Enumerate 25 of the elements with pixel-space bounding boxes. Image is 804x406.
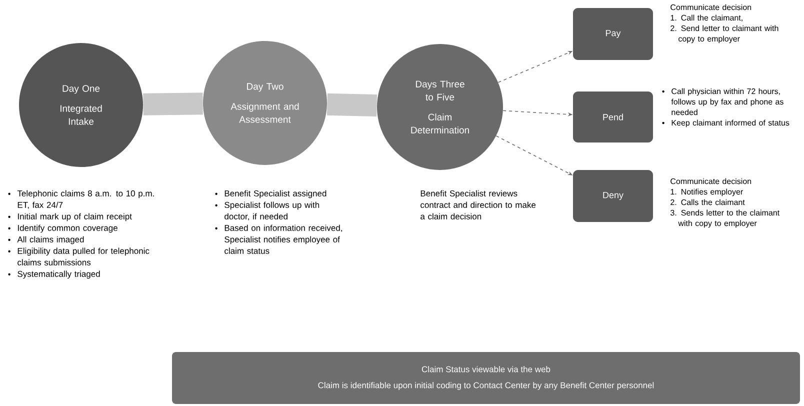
list-item: Eligibility data pulled for telephonic claims submissions <box>8 248 150 266</box>
outcome-box: Deny <box>573 170 653 222</box>
list-item: All claims imaged <box>8 236 84 244</box>
note-line: 2. Calls the claimant <box>670 199 745 206</box>
note-line: 3. Sends letter to the claimant with copy to employer <box>670 210 780 228</box>
status-banner: Claim Status viewable via the web Claim is identifiable upon initial coding to Contact Center by any Benefit Center personnel <box>172 352 800 404</box>
list-item: Benefit Specialist assigned <box>215 190 326 198</box>
list-item: Systematically triaged <box>8 270 100 279</box>
note-line: 2. Send letter to claimant with copy to employer <box>670 25 778 44</box>
list-item: Call physician within 72 hours, follows up by fax and phone as needed <box>662 88 784 116</box>
outcome-box: Pay <box>573 8 653 60</box>
list-item: Specialist follows up with doctor, if needed <box>215 202 320 220</box>
list-item: Identify common coverage <box>8 224 118 233</box>
list-item: Based on information received, Specialist notifies employee of claim status <box>215 224 342 254</box>
outcome-box: Pend <box>573 92 653 142</box>
connector-band <box>143 92 203 116</box>
note-line: 1. Notifies employer <box>670 188 743 196</box>
note-line: Communicate decision <box>670 178 752 184</box>
connector-band <box>326 93 378 117</box>
note-line: Communicate decision <box>670 4 752 10</box>
note-line: 1. Call the claimant, <box>670 14 742 22</box>
list-item: Keep claimant informed of status <box>662 120 790 128</box>
list-item: Initial mark up of claim receipt <box>8 213 132 222</box>
note-text: Benefit Specialist reviews contract and direction to make a claim decision <box>420 190 536 220</box>
list-item: Telephonic claims 8 a.m. to 10 p.m. ET, fax 24/7 <box>8 190 154 209</box>
